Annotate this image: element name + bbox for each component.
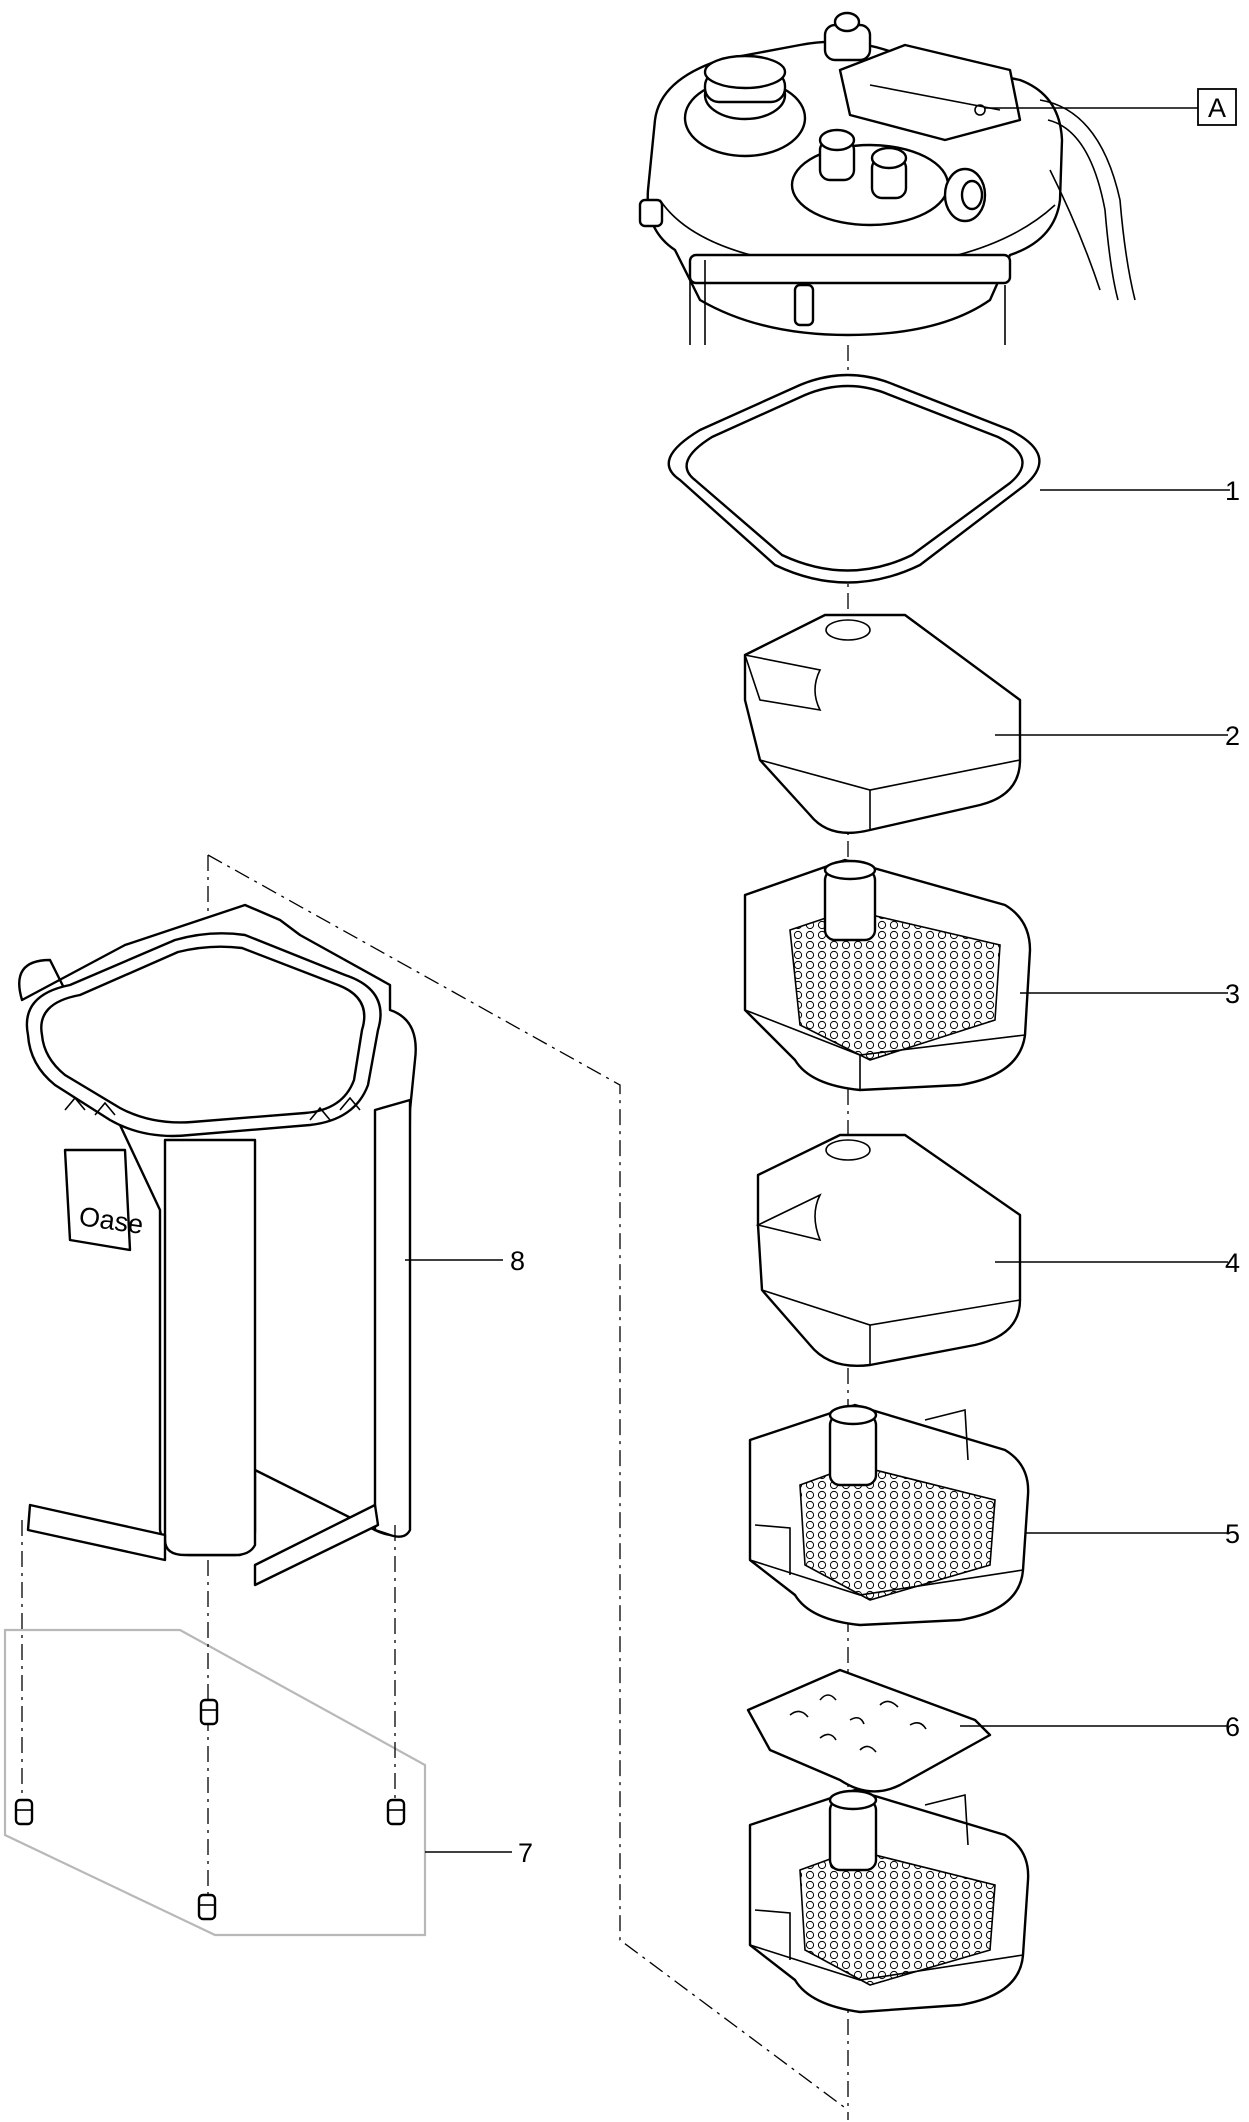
callout-2: 2	[1225, 721, 1240, 751]
foot-1	[199, 1698, 219, 1726]
filter-head	[638, 11, 1136, 345]
part-4-foam-block	[755, 1133, 1022, 1367]
part-3-basket	[743, 858, 1032, 1092]
callout-1: 1	[1225, 476, 1240, 506]
callout-4: 4	[1225, 1248, 1240, 1278]
part-1-gasket	[667, 373, 1041, 584]
foot-3	[386, 1798, 406, 1826]
part-5-basket	[748, 1403, 1030, 1627]
foot-4	[197, 1893, 217, 1921]
foot-2	[14, 1798, 34, 1826]
callout-7: 7	[518, 1838, 533, 1868]
part-2-foam-pad	[743, 613, 1022, 834]
callout-5: 5	[1225, 1519, 1240, 1549]
part-7-feet-group	[3, 1520, 427, 1937]
lower-basket	[748, 1788, 1030, 2014]
callout-3: 3	[1225, 979, 1240, 1009]
callout-6: 6	[1225, 1712, 1240, 1742]
callout-a-box	[1197, 88, 1237, 126]
callout-a: A	[1208, 93, 1226, 123]
callout-8: 8	[510, 1246, 525, 1276]
part-8-container-housing: Oase	[18, 854, 849, 2111]
part-6-media-bag	[746, 1668, 992, 1793]
